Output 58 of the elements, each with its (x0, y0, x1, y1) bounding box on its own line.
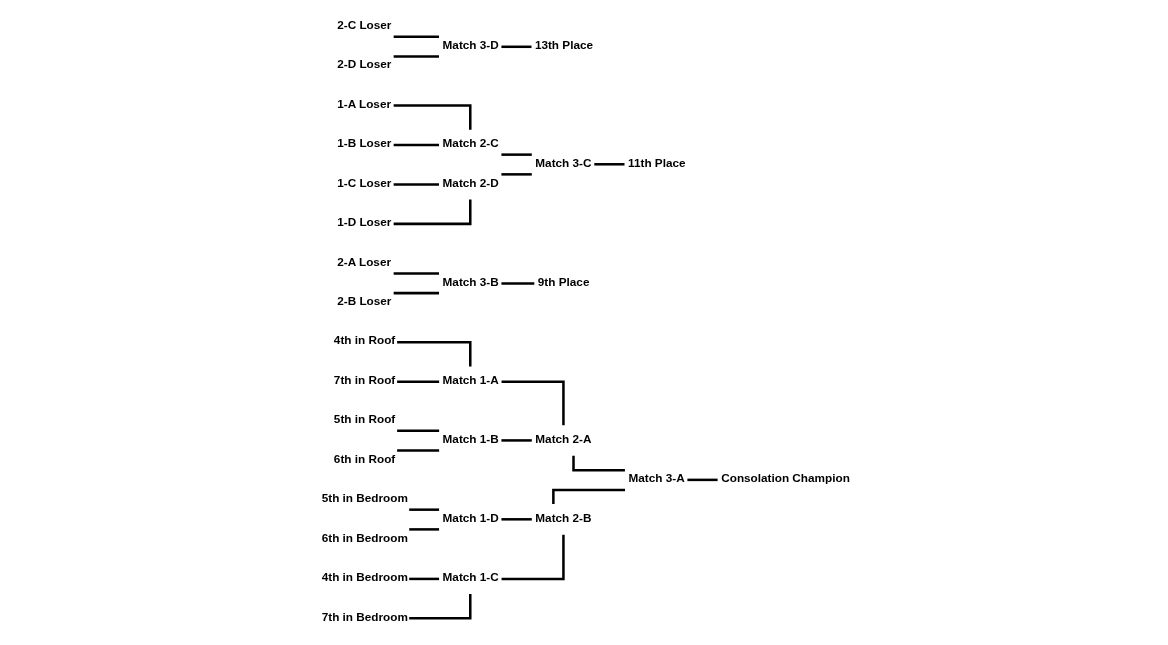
node-text: Match 3-A (628, 471, 685, 485)
node-text: Consolation Champion (721, 471, 850, 485)
node-text: 2-C Loser (337, 17, 392, 31)
node-text: 7th in Bedroom (321, 609, 408, 623)
node-text: Match 1-D (442, 510, 499, 524)
node-text: 7th in Roof (333, 372, 396, 386)
connector (501, 153, 532, 156)
connector (501, 173, 532, 176)
node-text: 1-B Loser (337, 136, 392, 150)
node-text: 5th in Bedroom (321, 491, 408, 505)
connector (397, 340, 472, 367)
connector (397, 449, 440, 452)
node-text: 4th in Roof (333, 333, 396, 347)
node-text: 1-A Loser (337, 96, 392, 110)
node-text: Match 1-A (442, 372, 499, 386)
connector (397, 380, 440, 383)
connector (393, 291, 440, 295)
node-text: Match 2-D (442, 175, 499, 189)
connector (501, 45, 532, 49)
node-text: Match 2-B (535, 510, 592, 524)
connector (393, 104, 472, 130)
connector (409, 594, 472, 620)
connector (594, 163, 625, 166)
node-text: Match 3-B (442, 274, 499, 288)
connector (397, 429, 440, 433)
node-text: 13th Place (534, 38, 594, 52)
node-text: 5th in Roof (333, 412, 396, 426)
node-text: 1-C Loser (337, 175, 392, 189)
node-text: Match 1-C (442, 570, 499, 584)
node-text: 4th in Bedroom (321, 570, 408, 584)
connector (409, 577, 440, 581)
node-text: Match 2-C (442, 136, 499, 150)
connector (687, 478, 718, 482)
connector (501, 380, 565, 426)
node-text: Match 3-C (535, 155, 592, 169)
node-text: 2-A Loser (337, 254, 392, 268)
connector (409, 528, 440, 531)
node-text: 6th in Roof (333, 451, 396, 465)
node-text: 11th Place (628, 155, 686, 169)
connector (501, 518, 532, 521)
connector (393, 272, 440, 275)
node-text: Match 3-D (442, 38, 499, 52)
connector (501, 282, 535, 285)
node-text: 9th Place (537, 274, 590, 288)
connector (501, 534, 565, 581)
connector (393, 183, 440, 186)
node-text: Match 2-A (535, 431, 592, 445)
connector (501, 439, 532, 442)
connector (393, 143, 440, 147)
connector (393, 199, 472, 226)
node-text: 2-B Loser (337, 294, 392, 308)
node-text: 6th in Bedroom (321, 530, 408, 544)
node-text: Match 1-B (442, 431, 499, 445)
node-text: 1-D Loser (337, 215, 392, 229)
connector (409, 508, 440, 511)
connector (393, 35, 440, 38)
connector (393, 55, 440, 58)
node-text: 2-D Loser (337, 57, 392, 71)
